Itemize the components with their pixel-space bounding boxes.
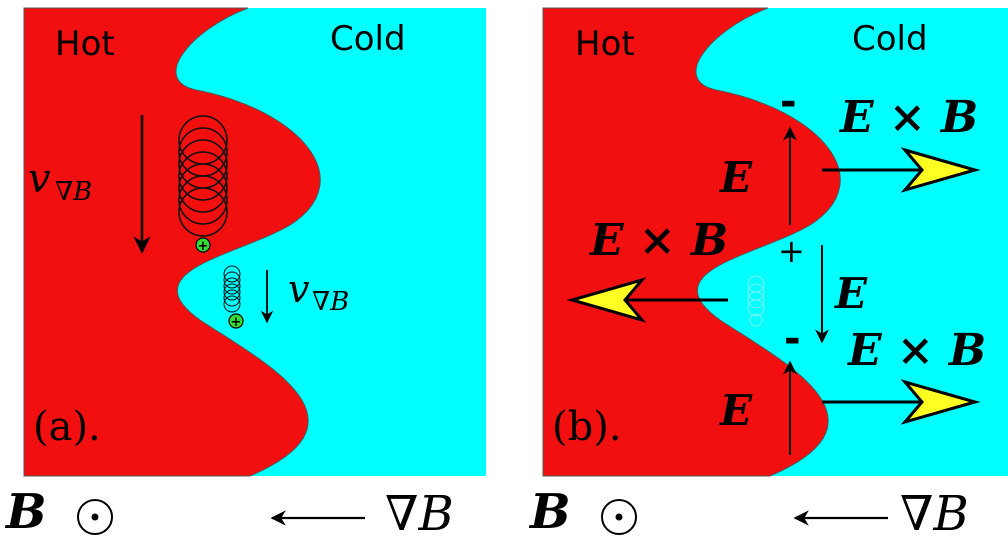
- ghost-ion-orbit: [747, 275, 765, 327]
- grad-b-label-b: ∇B: [900, 486, 969, 538]
- exb-arrow-top: [822, 147, 981, 193]
- panel-a: Hot Cold (a). + v ∇B: [23, 7, 486, 477]
- ion-small: +: [228, 313, 244, 330]
- exb-label-top: E × B: [838, 92, 978, 143]
- e-field-label-bot: E: [719, 386, 753, 435]
- cold-label-b: Cold: [852, 19, 928, 59]
- svg-text:∇B: ∇B: [55, 177, 92, 207]
- circle-dot-icon: [77, 499, 113, 535]
- hot-label-a: Hot: [55, 24, 115, 64]
- charge-plus-mid: +: [778, 232, 805, 270]
- ion-orbit-large: [178, 115, 228, 237]
- footer-b: B ∇B: [528, 484, 969, 538]
- ion-large: +: [195, 237, 211, 254]
- exb-label-mid: E × B: [588, 215, 728, 266]
- panel-b: Hot Cold (b). - + - E E E: [542, 7, 1008, 477]
- hot-region-b: [542, 7, 841, 477]
- grad-b-label-a: ∇B: [385, 486, 454, 538]
- charge-minus-top: -: [780, 79, 797, 125]
- svg-text:v: v: [28, 156, 51, 202]
- drift-label-small: v ∇B: [288, 267, 349, 317]
- charge-minus-bot: -: [784, 316, 801, 362]
- drift-label-large: v ∇B: [28, 156, 92, 207]
- panel-tag-a: (a).: [33, 404, 101, 450]
- svg-text:v: v: [288, 267, 310, 311]
- footer-a: B ∇B: [4, 484, 454, 538]
- e-field-label-mid: E: [834, 269, 868, 318]
- svg-text:+: +: [198, 239, 209, 254]
- svg-text:∇B: ∇B: [312, 287, 349, 317]
- ion-orbit-small: [223, 265, 241, 313]
- circle-dot-icon: [601, 499, 637, 535]
- exb-arrow-mid: [566, 277, 728, 323]
- svg-text:+: +: [231, 315, 242, 330]
- cold-label-a: Cold: [330, 19, 406, 59]
- e-field-label-top: E: [719, 153, 753, 202]
- exb-arrow-bot: [822, 379, 981, 425]
- hot-label-b: Hot: [575, 24, 635, 64]
- hot-region-a: [23, 7, 321, 477]
- b-field-label-a: B: [4, 484, 47, 538]
- panel-tag-b: (b).: [552, 404, 622, 450]
- b-field-label-b: B: [528, 484, 571, 538]
- exb-label-bot: E × B: [846, 325, 986, 376]
